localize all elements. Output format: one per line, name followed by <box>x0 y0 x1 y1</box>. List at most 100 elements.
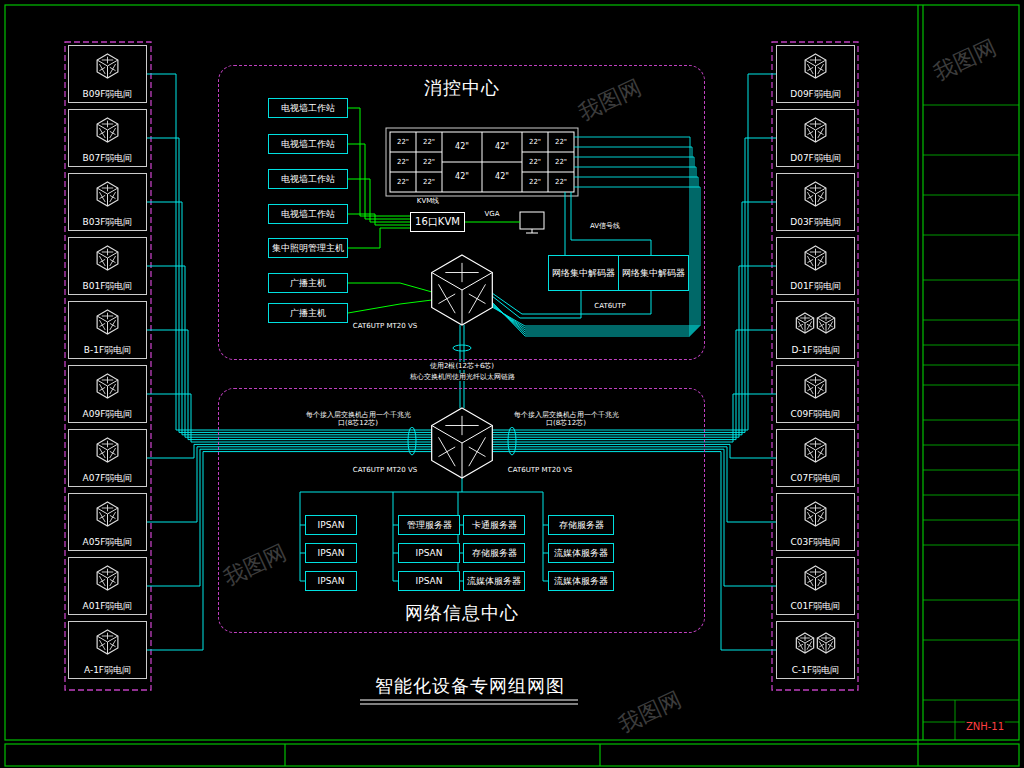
switch-edge <box>815 130 816 142</box>
switch-arrows <box>828 641 833 649</box>
node-label: A05F弱电间 <box>83 537 133 547</box>
switch-edge <box>815 194 816 206</box>
switch-edge <box>805 643 806 653</box>
switch-outline <box>805 182 826 206</box>
title-block-line <box>923 155 1019 156</box>
switch-arrows <box>110 64 116 74</box>
switch-arrows <box>810 505 821 512</box>
zone-region: 网络信息中心IPSAN管理服务器卡通服务器存储服务器IPSANIPSAN存储服务… <box>218 388 705 633</box>
server-box: IPSAN <box>305 571 357 591</box>
switch-edge <box>816 508 826 514</box>
switch-edge <box>816 252 826 258</box>
server-box: IPSAN <box>305 515 357 535</box>
switch-arrows <box>807 64 813 74</box>
node-label: 电视墙工作站 <box>281 209 335 219</box>
cable-line <box>492 447 776 522</box>
switch-edge <box>817 318 826 323</box>
switch-edge <box>97 444 107 450</box>
server-box: 流媒体服务器 <box>548 543 614 563</box>
switch-edge <box>107 258 108 270</box>
node-label: 16口KVM <box>415 216 460 228</box>
node-label: IPSAN <box>416 576 443 586</box>
cable-line <box>147 452 432 650</box>
node-label: C-1F弱电间 <box>792 665 839 675</box>
title-block-line <box>923 195 1019 196</box>
watermark: 我图网 <box>614 686 686 738</box>
node-label: C09F弱电间 <box>791 409 841 419</box>
floor-room-box: C-1F弱电间 <box>776 621 855 679</box>
drawing-frame <box>5 5 1019 766</box>
device-box: 集中照明管理主机 <box>268 238 348 258</box>
switch-edge <box>432 273 462 291</box>
monitor-stand <box>532 229 533 233</box>
switch-arrows <box>807 641 812 649</box>
switch-edge <box>815 514 816 526</box>
screen-size: 22" <box>528 138 542 146</box>
cable-line <box>147 330 432 440</box>
switch-arrows <box>439 437 456 466</box>
cable-note: VGA <box>483 210 500 218</box>
switch-arrows <box>102 569 113 576</box>
kvm-box: 16口KVM <box>410 212 465 232</box>
switch-edge <box>462 426 492 444</box>
floor-room-box: C07F弱电间 <box>776 429 855 487</box>
title-underline <box>360 700 578 704</box>
cable-note: CAT6UTP <box>593 302 626 310</box>
title-block-line <box>923 495 1019 496</box>
switch-arrows <box>807 128 813 138</box>
switch-edge <box>805 318 814 323</box>
floor-room-box: B07F弱电间 <box>68 109 147 167</box>
switch-arrows <box>110 192 116 202</box>
screen-size: 22" <box>422 158 436 166</box>
node-label: D03F弱电间 <box>790 217 841 227</box>
node-label: IPSAN <box>318 548 345 558</box>
switch-arrows <box>102 505 113 512</box>
cable-note: AV信号线 <box>589 222 621 230</box>
switch-edge <box>816 60 826 66</box>
switch-edge <box>97 636 107 642</box>
switch-arrows <box>800 635 810 641</box>
right-riser-column <box>772 42 858 690</box>
switch-arrows <box>810 57 821 64</box>
switch-outline <box>97 182 118 206</box>
switch-edge <box>815 578 816 590</box>
switch-arrows <box>110 320 116 330</box>
video-wall-frame <box>386 128 578 196</box>
signal-wire <box>348 144 410 219</box>
switch-arrows <box>110 384 116 394</box>
screen-size: 22" <box>554 178 568 186</box>
switch-edge <box>815 450 816 462</box>
screen-size: 22" <box>396 158 410 166</box>
screen-size: 22" <box>422 178 436 186</box>
node-label: 集中照明管理主机 <box>272 243 344 253</box>
switch-edge <box>816 188 826 194</box>
monitor-symbol <box>465 212 544 233</box>
switch-arrows <box>99 640 105 650</box>
title-block-line <box>923 470 1019 471</box>
node-label: C01F弱电间 <box>791 601 841 611</box>
switch-arrows <box>99 64 105 74</box>
node-label: 电视墙工作站 <box>281 174 335 184</box>
switch-edge <box>108 444 118 450</box>
switch-arrows <box>99 384 105 394</box>
node-label: IPSAN <box>318 576 345 586</box>
floor-room-box: B-1F弱电间 <box>68 301 147 359</box>
title-block-line <box>923 545 1019 546</box>
server-box: 流媒体服务器 <box>463 571 525 591</box>
switch-arrows <box>818 576 824 586</box>
cable-line <box>571 192 651 255</box>
title-underline <box>360 704 578 705</box>
cable-note: CAT6UTP MT20 VS <box>352 466 418 474</box>
cable-line <box>147 394 432 442</box>
floor-room-box: A05F弱电间 <box>68 493 147 551</box>
switch-arrows <box>110 512 116 522</box>
switch-edge <box>97 316 107 322</box>
region-title: 网络信息中心 <box>405 603 519 624</box>
switch-edge <box>107 514 108 526</box>
switch-edge <box>97 572 107 578</box>
switch-arrows <box>807 576 813 586</box>
node-label: B09F弱电间 <box>83 89 133 99</box>
switch-edge <box>432 426 462 444</box>
